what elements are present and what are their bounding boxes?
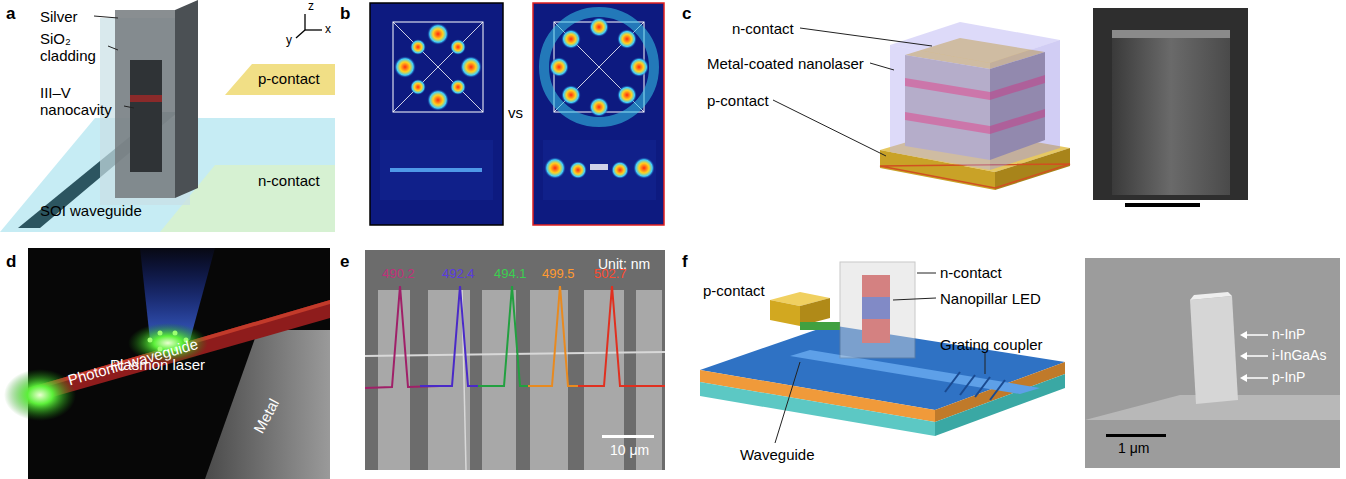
axis-label: z <box>308 0 314 14</box>
wavelength-value: 499.5 <box>542 267 575 282</box>
panel-letter: a <box>6 4 15 24</box>
wavelength-value: 502.7 <box>594 267 627 282</box>
scale-bar-label: 1 μm <box>1118 440 1149 456</box>
part-label: n-contact <box>940 264 1002 281</box>
panel-letter: e <box>340 252 349 272</box>
panel-letter: f <box>682 252 688 272</box>
part-label: Grating coupler <box>940 336 1043 353</box>
part-label: SiO₂ cladding <box>40 30 106 65</box>
part-label: Metal-coated nanolaser <box>707 55 864 72</box>
part-label: SOI waveguide <box>40 202 142 219</box>
part-label: Nanopillar LED <box>940 290 1041 307</box>
part-label: III–V nanocavity <box>40 84 122 119</box>
part-label: n-contact <box>732 20 794 37</box>
layer-label: i-InGaAs <box>1272 347 1326 363</box>
panel-letter: c <box>682 4 691 24</box>
panel-letter: b <box>340 4 350 24</box>
scale-bar-label: 10 μm <box>610 442 649 458</box>
axis-label: x <box>325 23 331 37</box>
part-label: p-contact <box>258 70 320 87</box>
wavelength-value: 494.1 <box>494 267 527 282</box>
wavelength-value: 490.2 <box>382 267 415 282</box>
part-label: p-contact <box>707 92 769 109</box>
part-label: n-contact <box>258 172 320 189</box>
panel-letter: d <box>6 252 16 272</box>
axis-label: y <box>286 34 292 48</box>
comparison-label: vs <box>508 104 523 121</box>
part-label: Silver <box>40 8 78 25</box>
part-label: Waveguide <box>740 446 815 463</box>
layer-label: p-InP <box>1272 369 1305 385</box>
part-label: p-contact <box>703 282 765 299</box>
layer-label: n-InP <box>1272 326 1305 342</box>
wavelength-value: 492.4 <box>442 267 475 282</box>
